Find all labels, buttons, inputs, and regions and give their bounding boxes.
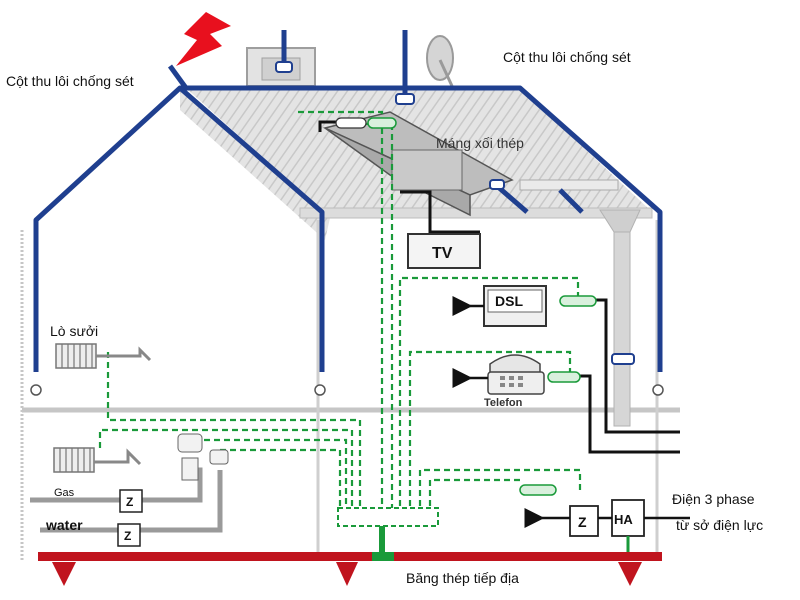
steel-gutter-label: Máng xối thép (436, 135, 524, 151)
heater-upper (55, 343, 152, 369)
gas-meter (119, 489, 143, 513)
eaves-gutter (299, 207, 653, 219)
satellite-dish (426, 35, 454, 81)
roof-fixtures (246, 35, 454, 87)
earthing-clamp (372, 552, 394, 561)
electric-meter-label: Z (578, 514, 587, 530)
ground-strip-label: Băng thép tiếp địa (406, 570, 519, 586)
tv-set (407, 233, 481, 269)
heater-label: Lò sưởi (50, 323, 98, 339)
ground-spike-left (52, 562, 76, 586)
bonding-clamps (335, 117, 597, 496)
water-label: water (45, 517, 83, 533)
steel-gutter (322, 111, 619, 217)
test-joints (30, 384, 664, 396)
ground-spike-right (618, 562, 642, 586)
water-meter (117, 523, 141, 547)
water-meter-label: Z (124, 529, 131, 543)
lightning-rod-label-right: Cột thu lôi chống sét (503, 49, 631, 65)
power-supply-label-line2: từ sở điện lực (676, 517, 763, 533)
power-cables (318, 120, 680, 454)
lightning-rod-label-left: Cột thu lôi chống sét (6, 73, 134, 89)
ground-bar (38, 552, 662, 561)
telephone (487, 354, 545, 395)
power-supply-label-line1: Điện 3 phase (672, 491, 755, 507)
heater-lower (53, 447, 142, 473)
gas-meter-label: Z (126, 495, 133, 509)
ground-spike-middle (336, 562, 358, 586)
ground-strip (38, 552, 662, 586)
house-structure (20, 88, 680, 560)
lightning-bolt-icon (176, 12, 231, 66)
gas-label: Gas (54, 487, 75, 499)
tv-label: TV (432, 245, 453, 262)
dsl-label: DSL (495, 293, 523, 309)
electric-meter (569, 505, 599, 537)
main-bonding-bar (337, 507, 439, 527)
telephone-label: Telefon (484, 397, 523, 409)
house-connection-label: HA (614, 512, 633, 527)
pipe-valves (177, 433, 229, 481)
dsl-modem (483, 285, 547, 327)
left-roof-surface (180, 88, 330, 240)
rain-downpipe (613, 215, 631, 427)
equipotential-bonding (98, 110, 582, 516)
conductor-clamps (275, 61, 635, 365)
